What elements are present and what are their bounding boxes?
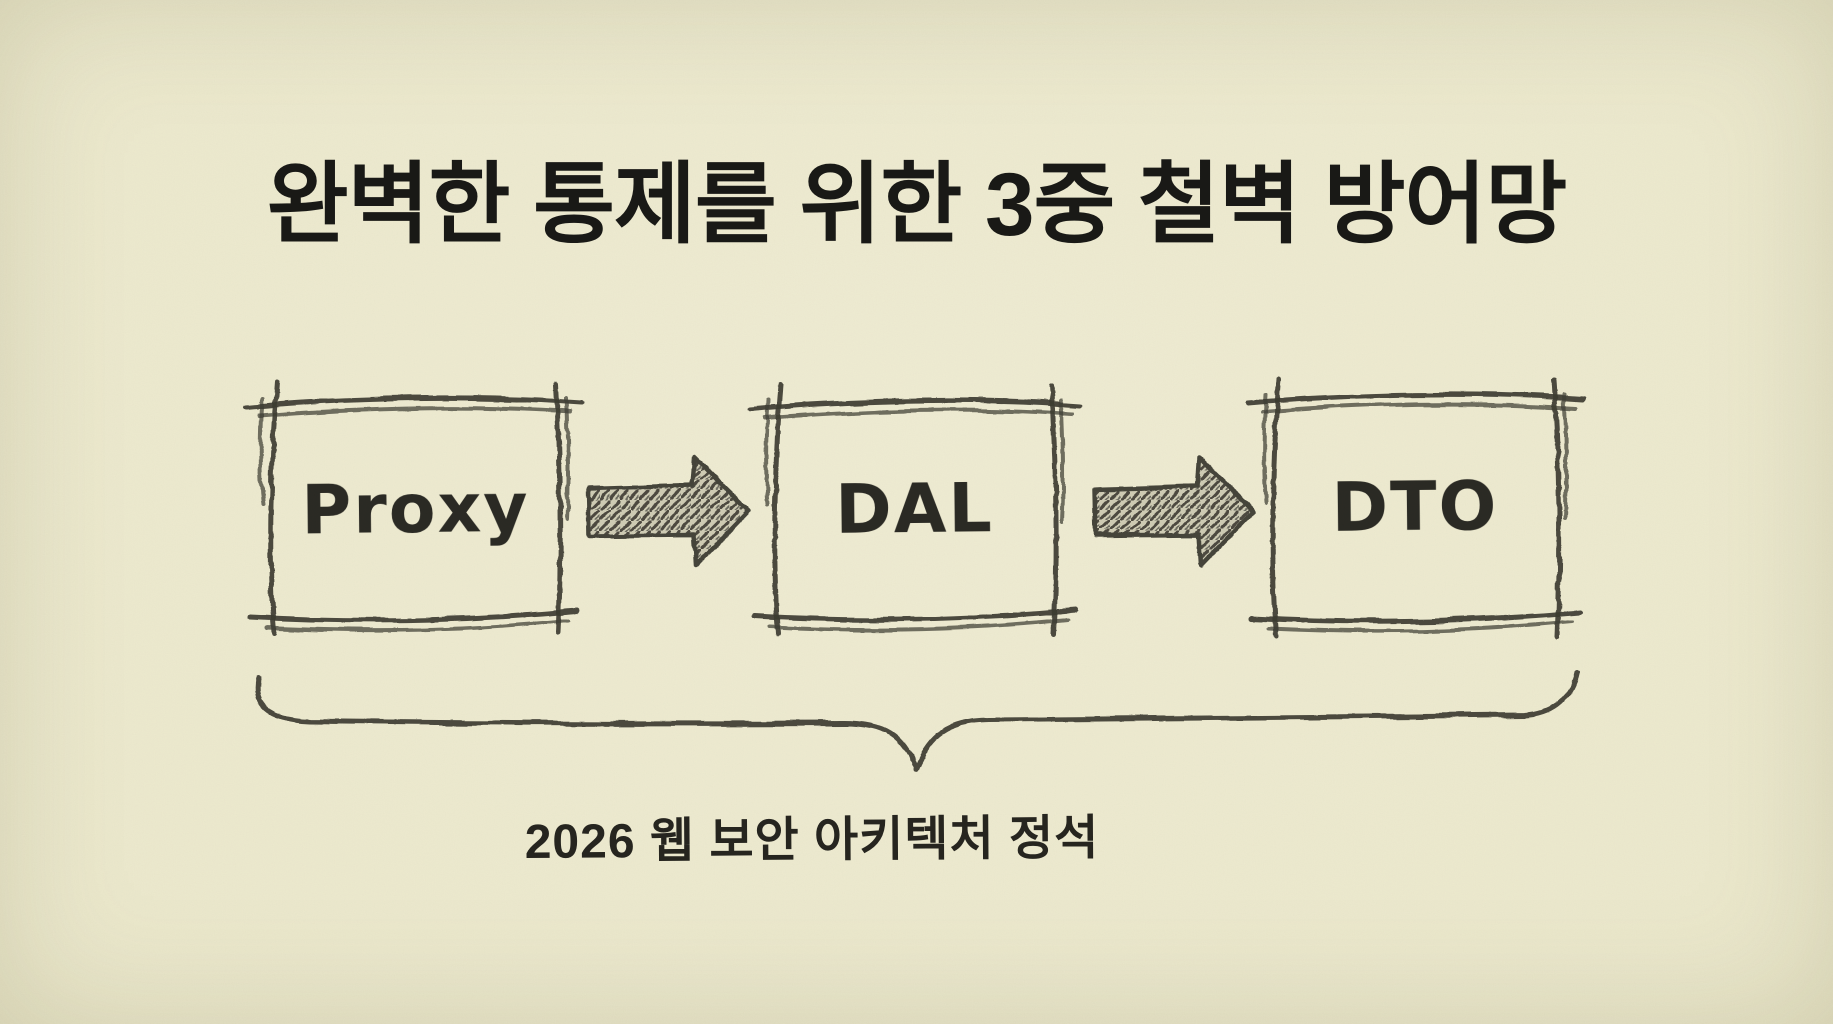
caption-text: 2026 웹 보안 아키텍처 정석 [524,811,1100,870]
dal-box-label: DAL [834,468,995,550]
brace-under [255,669,1580,771]
arrow-right-icon [1092,454,1257,569]
proxy-box-label: Proxy [300,468,531,551]
arrow-right-icon [585,454,752,569]
dto-box-label: DTO [1331,466,1499,548]
